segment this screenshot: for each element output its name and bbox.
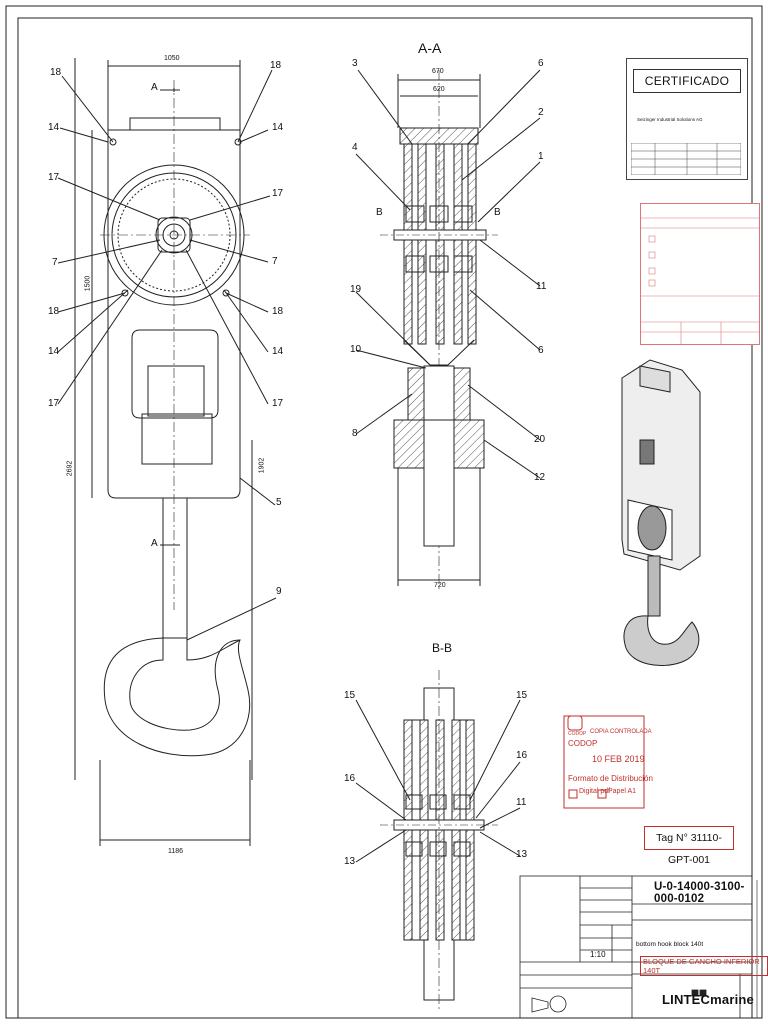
callout: 18	[50, 67, 62, 78]
title-block	[519, 875, 753, 1019]
section-mark-b-left: B	[376, 207, 383, 218]
dim-height-2692: 2692	[66, 460, 74, 477]
section-mark-b-right: B	[494, 207, 501, 218]
section-title-bb: B-B	[432, 641, 453, 655]
stamp-codop-small: CODOP	[568, 731, 587, 737]
callout: 14	[48, 122, 60, 133]
certificate-heading: CERTIFICADO	[633, 69, 741, 93]
callout: 4	[352, 142, 358, 153]
callout: 11	[536, 281, 547, 292]
callout: 5	[276, 497, 282, 508]
callout: 15	[344, 690, 356, 701]
tag-number: Tag N° 31110-GPT-001	[644, 826, 734, 866]
callout: 18	[272, 306, 284, 317]
callout: 8	[352, 428, 358, 439]
section-mark-a-top: A	[151, 82, 158, 93]
callout: 6	[538, 58, 544, 69]
callout: 16	[516, 750, 528, 761]
callout: 19	[350, 284, 362, 295]
section-title-aa: A-A	[418, 40, 442, 56]
document-number: U-0-14000-3100-000-0102	[654, 881, 745, 905]
callout: 7	[272, 256, 278, 267]
dim-width-top: 1050	[164, 55, 180, 62]
subject-english: bottom hook block 140t	[636, 941, 704, 948]
certificate-issuer: Seizinger Industrial Solutions AG	[637, 117, 703, 122]
red-form-lines	[641, 217, 759, 344]
callout: 11	[516, 797, 527, 808]
stamp-option-digital: Digital pdf	[579, 788, 611, 795]
callout: 1	[538, 151, 544, 162]
callout: 12	[534, 472, 546, 483]
section-a-a	[355, 69, 541, 590]
stamp-controlled-copy: COPIA CONTROLADA	[590, 729, 652, 735]
callout: 14	[272, 346, 284, 357]
callout: 20	[534, 434, 546, 445]
certificate-table	[631, 143, 741, 175]
callout: 10	[350, 344, 362, 355]
callout: 2	[538, 107, 544, 118]
isometric-view	[621, 359, 701, 666]
callout: 14	[272, 122, 284, 133]
callout: 16	[344, 773, 356, 784]
section-b-b	[355, 670, 521, 1010]
subject-spanish: BLOQUE DE GANCHO INFERIOR 140T	[640, 956, 768, 976]
callout: 17	[272, 398, 284, 409]
stamp-codop: CODOP	[568, 739, 598, 748]
stamp-label: Formato de Distribución	[568, 774, 653, 783]
scale: 1:10	[590, 950, 606, 959]
dim-width-bottom: 1186	[168, 848, 184, 855]
stamp-date: 10 FEB 2019	[592, 754, 645, 764]
callout: 9	[276, 586, 282, 597]
callout: 18	[48, 306, 60, 317]
dim-height-1902: 1902	[258, 457, 266, 474]
dim-height-1500: 1500	[84, 275, 92, 292]
callout: 17	[272, 188, 284, 199]
callout: 17	[48, 172, 60, 183]
dim-aa-670: 670	[432, 68, 444, 75]
callout: 17	[48, 398, 60, 409]
callout: 13	[516, 849, 528, 860]
section-mark-a-bottom: A	[151, 538, 158, 549]
callout: 13	[344, 856, 356, 867]
stamp-option-paper: Papel A1	[608, 788, 637, 795]
dim-aa-720: 720	[434, 582, 446, 589]
callout: 7	[52, 257, 58, 268]
company-logo: LINTECmarine	[662, 992, 754, 1007]
callout: 18	[270, 60, 282, 71]
controlled-copy-stamp	[563, 715, 645, 809]
callout: 3	[352, 58, 358, 69]
callout: 15	[516, 690, 528, 701]
front-view	[57, 58, 277, 846]
callout: 14	[48, 346, 60, 357]
dim-aa-620: 620	[433, 86, 445, 93]
callout: 6	[538, 345, 544, 356]
certificate-box: CERTIFICADO Seizinger Industrial Solutio…	[626, 58, 748, 180]
red-review-form	[640, 203, 760, 345]
